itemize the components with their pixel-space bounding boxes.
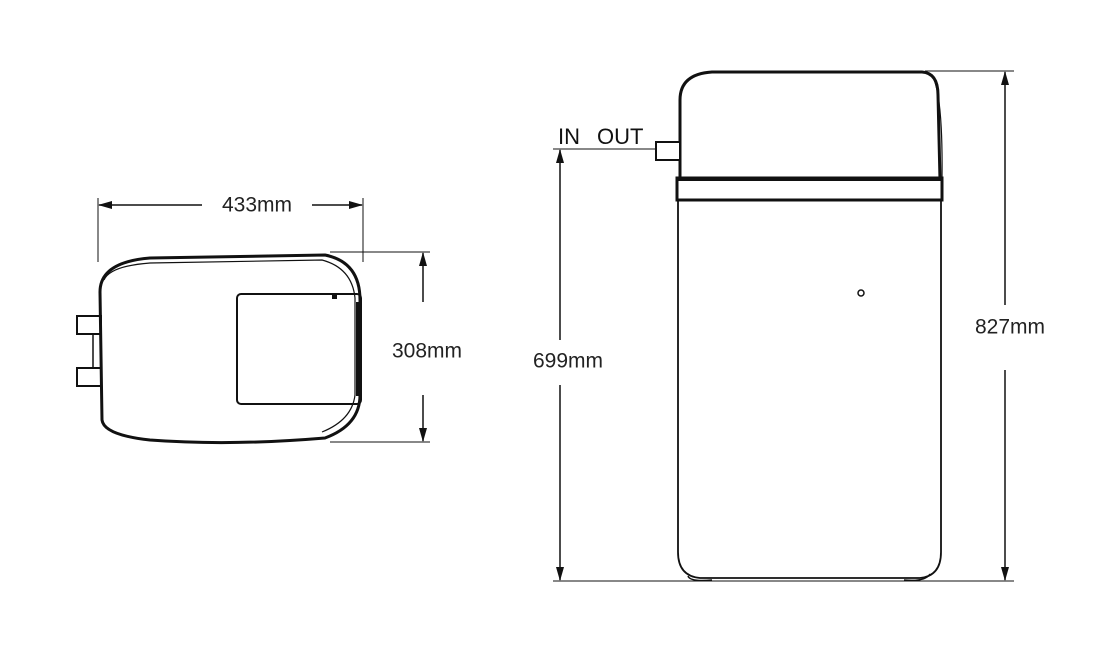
front-view-indicator-dot: [857, 289, 865, 297]
top-view: 433mm 308mm: [76, 194, 462, 445]
top-view-body-outline: [98, 253, 362, 445]
front-view-lid-edge: [931, 74, 943, 179]
depth-dimension-label: 308mm: [392, 340, 462, 363]
total-height-label: 827mm: [975, 316, 1045, 339]
front-view-lid: [678, 70, 942, 182]
top-view-connector-upper: [76, 315, 102, 335]
front-view-connector: [655, 141, 681, 161]
inlet-label: IN: [558, 124, 580, 149]
front-view-band: [675, 176, 944, 202]
front-view: IN OUT 699mm 827mm: [533, 70, 1045, 582]
top-view-body-inner-edge: [103, 259, 356, 433]
inlet-height-label: 699mm: [533, 350, 603, 373]
top-view-control-panel: [236, 293, 362, 405]
front-view-foot-left: [687, 575, 713, 582]
top-view-panel-indicator: [332, 294, 337, 299]
front-view-foot-right: [903, 573, 931, 582]
width-dimension-label: 433mm: [222, 194, 292, 217]
top-view-connector-lower: [76, 367, 102, 387]
outlet-label: OUT: [597, 124, 643, 149]
front-view-body: [677, 200, 942, 579]
